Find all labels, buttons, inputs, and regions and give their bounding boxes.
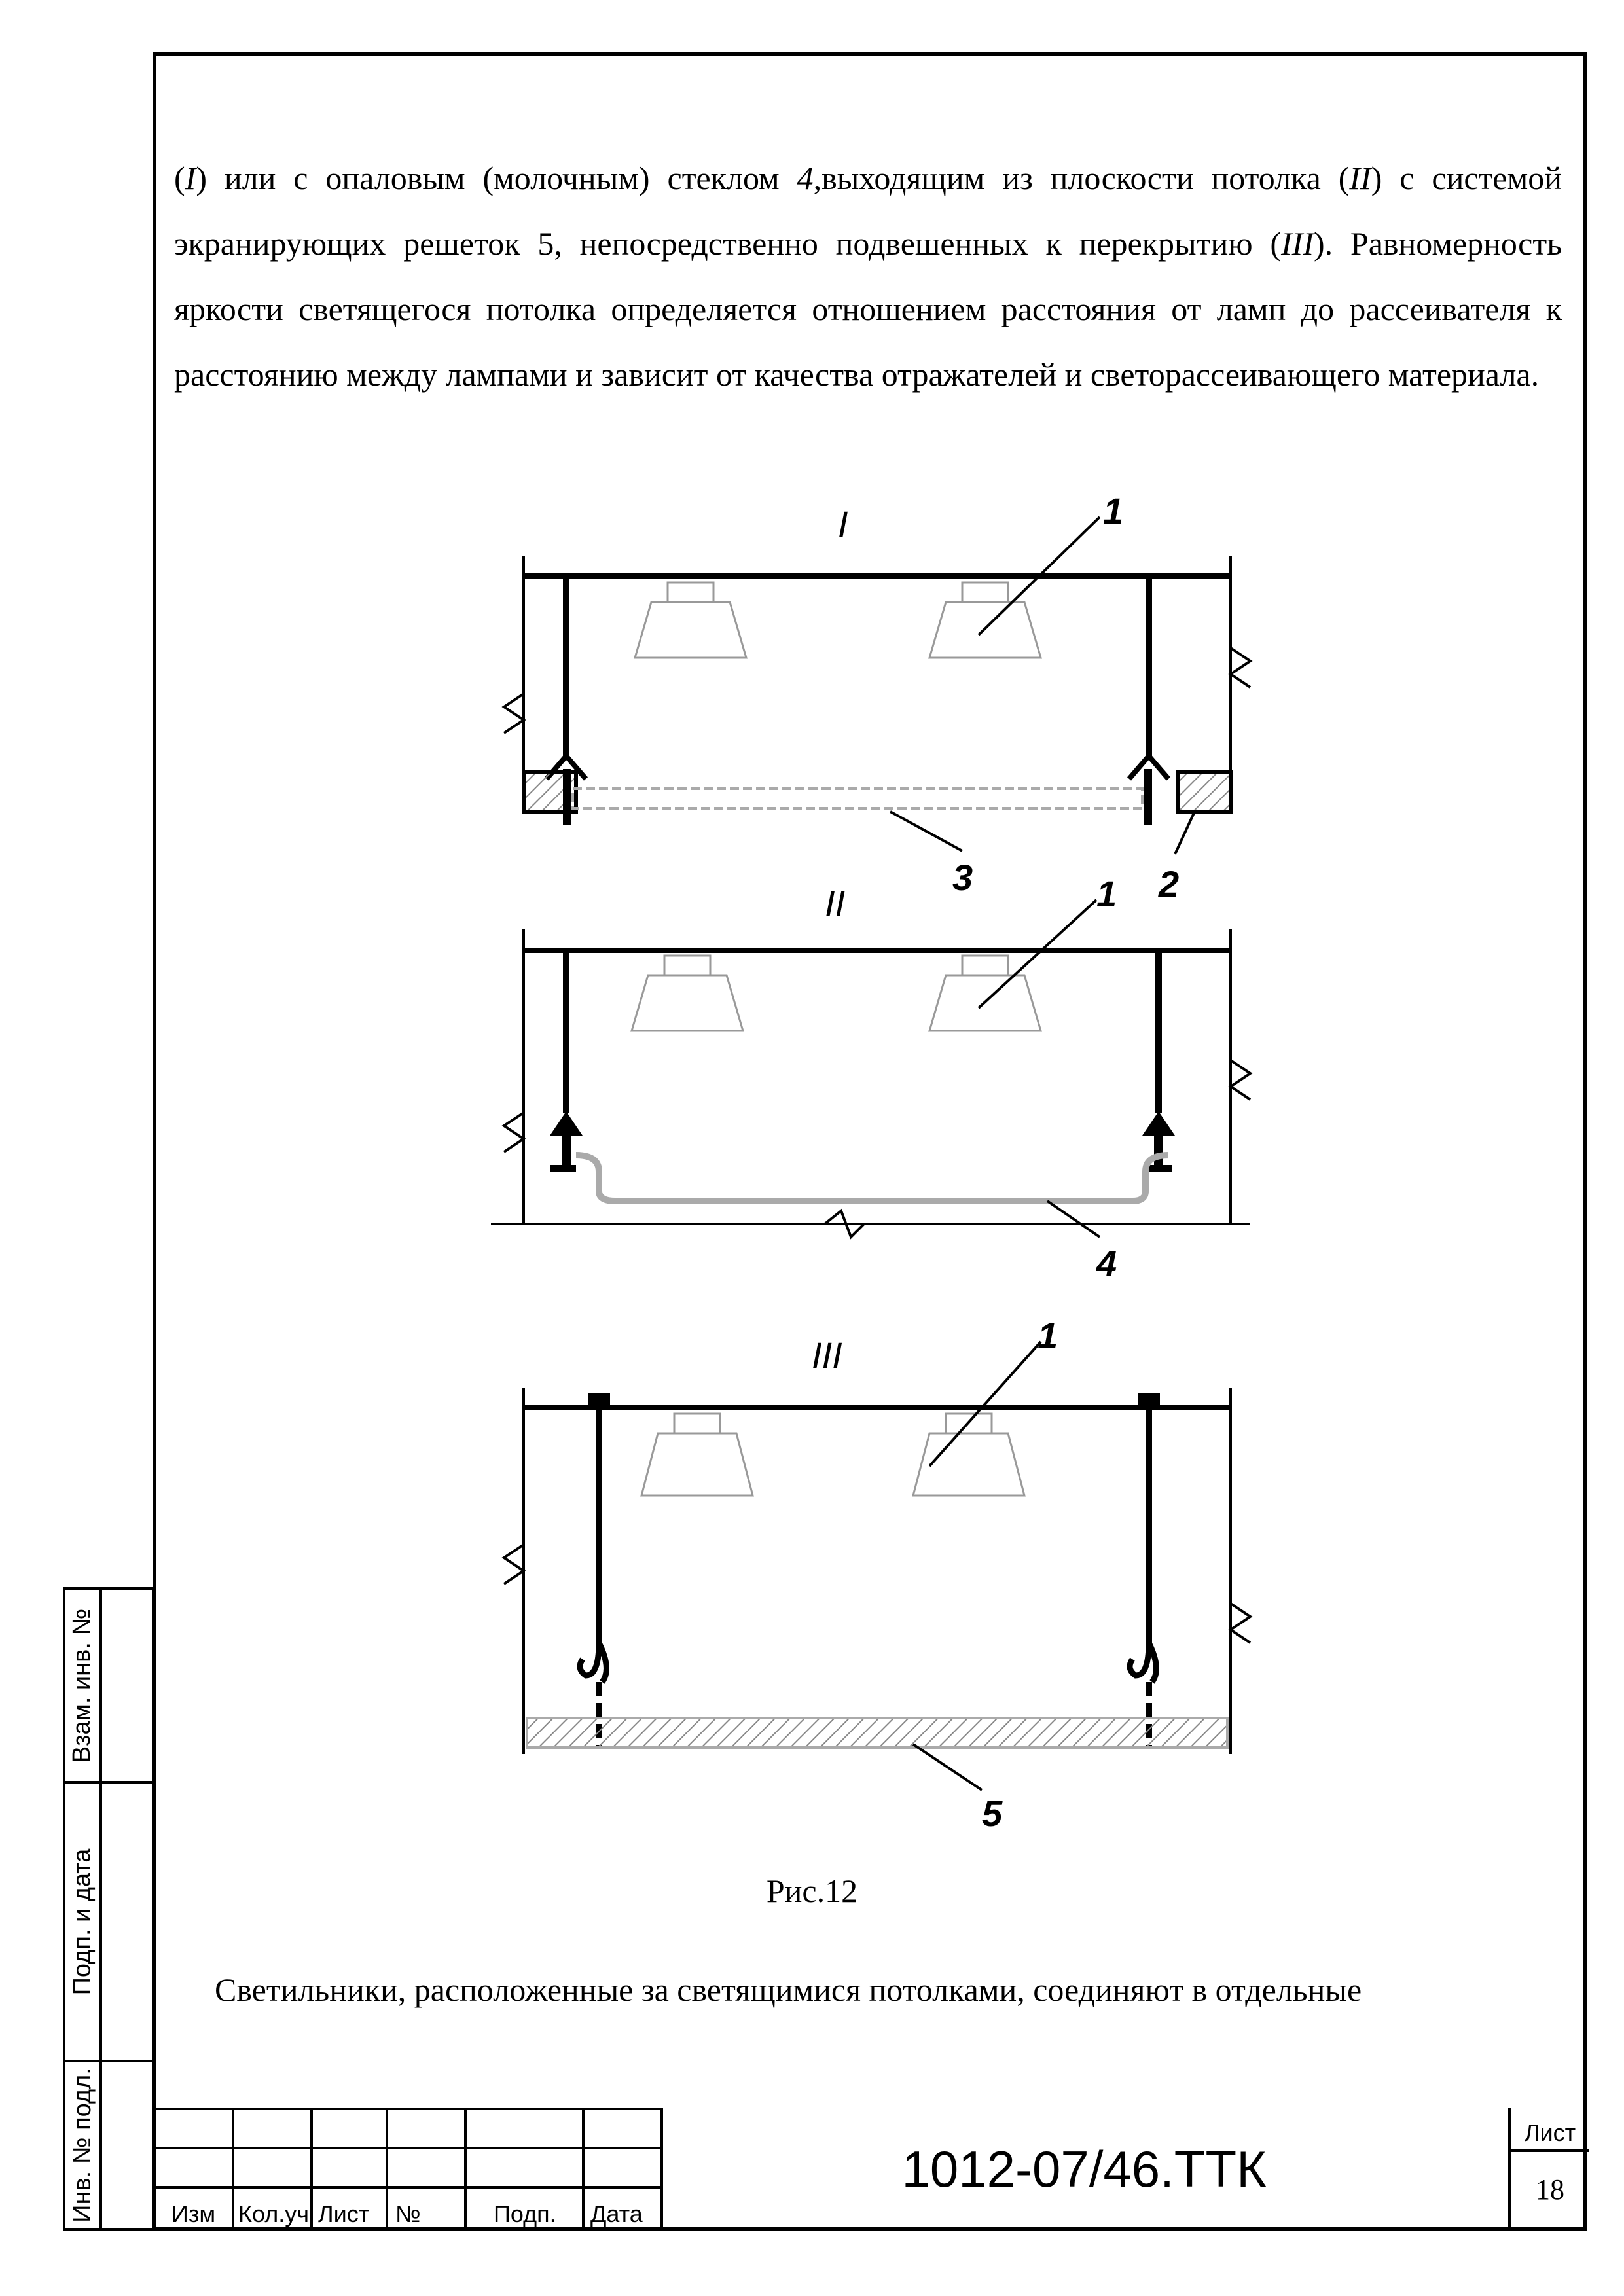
sheet-label: Лист [1511, 2119, 1589, 2152]
body-paragraph-2: Светильники, расположенные за светящимис… [215, 1971, 1362, 2008]
lamp-2b [928, 954, 1043, 1032]
lamp-3a [640, 1412, 754, 1497]
callout-2: 2 [1158, 863, 1179, 905]
callout-3: 3 [952, 857, 973, 898]
variant-III: III 1 5 [501, 1315, 1253, 1833]
lamp-1a [633, 581, 748, 659]
side-stamp: Взам. инв. № Подп. и дата Инв. № подл. [63, 1587, 154, 2231]
body-paragraph-1: (I) или с опаловым (молочным) стеклом 4,… [174, 160, 1562, 393]
sheet-number: 18 [1536, 2174, 1564, 2206]
vzam-inv-cell: Взам. инв. № [63, 1587, 154, 1784]
inv-podl-label: Инв. № подл. [68, 2068, 96, 2223]
inv-podl-cell: Инв. № подл. [63, 2060, 154, 2231]
variant-I: I 1 3 2 [501, 497, 1253, 905]
lamp-3b [912, 1412, 1026, 1497]
callout-1-I: 1 [1103, 497, 1123, 531]
header-izm: Изм [171, 2200, 216, 2227]
callout-1-III: 1 [1038, 1315, 1058, 1356]
label-III: III [812, 1335, 842, 1376]
podp-data-label: Подп. и дата [68, 1848, 96, 1995]
header-kol-uch: Кол.уч [238, 2200, 309, 2227]
callout-1-II: 1 [1096, 873, 1117, 914]
callout-5: 5 [982, 1793, 1003, 1833]
podp-data-cell: Подп. и дата [63, 1781, 154, 2062]
header-num-doc: № [395, 2200, 421, 2227]
variant-II: II 1 4 [491, 873, 1253, 1284]
header-data: Дата [590, 2200, 643, 2227]
title-block: Изм Кол.уч Лист № Подп. Дата 1012-07/46.… [153, 2108, 1589, 2231]
document-code: 1012-07/46.ТТК [660, 2108, 1505, 2231]
header-podp: Подп. [494, 2200, 556, 2227]
label-I: I [838, 503, 848, 545]
vzam-inv-label: Взам. инв. № [68, 1608, 96, 1763]
lamp-2a [630, 954, 745, 1032]
sheet-box: Лист 18 [1508, 2108, 1589, 2231]
label-II: II [825, 883, 845, 924]
lamp-1b [928, 581, 1043, 659]
figure-caption: Рис.12 [766, 1873, 858, 1909]
revision-grid: Изм Кол.уч Лист № Подп. Дата [153, 2108, 660, 2231]
ceiling-diagram: I 1 3 2 II [491, 497, 1253, 1833]
page-frame [153, 52, 1587, 2231]
header-list: Лист [318, 2200, 370, 2227]
callout-4: 4 [1096, 1243, 1117, 1284]
